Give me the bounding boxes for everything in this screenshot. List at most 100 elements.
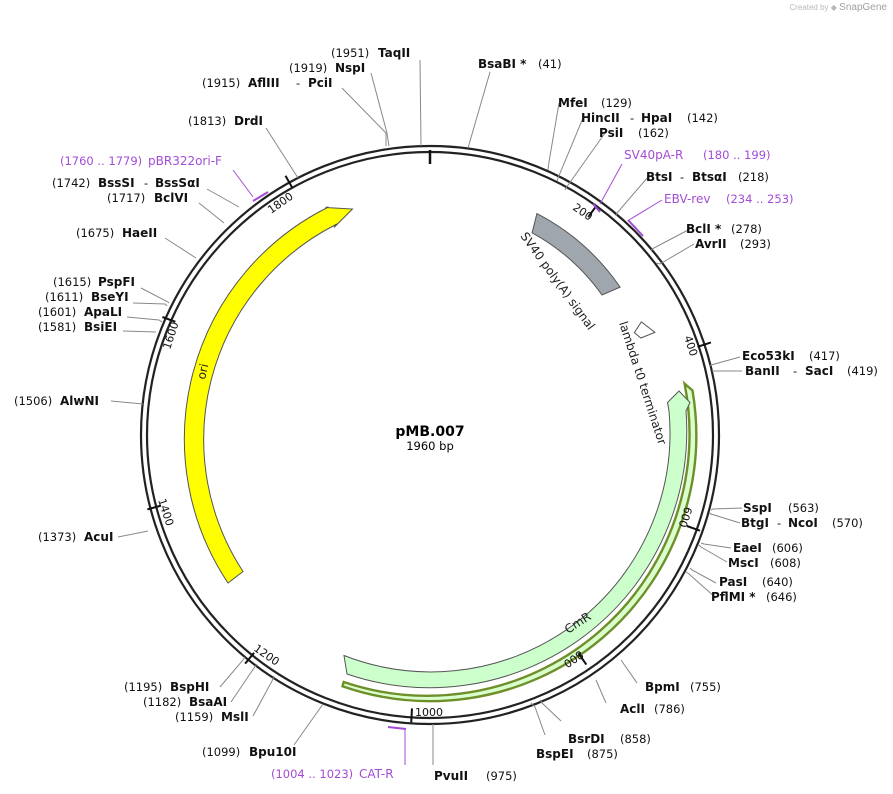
enzyme-pos-btgi: (570): [832, 516, 863, 530]
ori-feature[interactable]: [183, 206, 354, 584]
enzyme-pos-haeii: (1675): [76, 226, 114, 240]
enzyme-pos-bpu10i: (1099): [202, 745, 240, 759]
watermark-prefix: Created by: [789, 3, 829, 12]
enzyme-pos-bpmi: (755): [690, 680, 721, 694]
enzyme-pos-bsiei: (1581): [38, 320, 76, 334]
enzyme-name-bclvi[interactable]: BclVI: [154, 191, 188, 205]
enzyme-pos-bsaai: (1182): [143, 695, 181, 709]
lambda-t0-label: lambda t0 terminator: [616, 320, 669, 447]
enzyme-pos-eaei: (606): [772, 541, 803, 555]
enzyme-pos-bsabi: (41): [538, 57, 562, 71]
tick-label-600: 600: [676, 505, 695, 529]
plasmid-length: 1960 bp: [406, 439, 454, 453]
enzyme-name-eaei[interactable]: EaeI: [733, 541, 762, 555]
enzyme-name-taqii[interactable]: TaqII: [378, 46, 410, 60]
enzyme-sep-btsi: -: [680, 170, 684, 184]
enzyme-name-pasi[interactable]: PasI: [719, 575, 747, 589]
sv40-polya-feature[interactable]: [531, 212, 621, 296]
primer-name-ebv-rev[interactable]: EBV-rev: [664, 192, 710, 206]
enzyme-name-hincii[interactable]: HincII: [581, 111, 620, 125]
backbone-outer-ring: [139, 144, 721, 726]
enzyme-name-bseyi[interactable]: BseYI: [91, 290, 129, 304]
enzyme-sep-btgi: -: [777, 516, 781, 530]
enzyme-name-haeii[interactable]: HaeII: [122, 226, 157, 240]
enzyme-name-bsaai[interactable]: BsaAI: [189, 695, 227, 709]
enzyme-name-msli[interactable]: MslI: [221, 710, 249, 724]
enzyme-name-bspei[interactable]: BspEI: [536, 747, 574, 761]
enzyme-pos-bsphi: (1195): [124, 680, 162, 694]
enzyme-name-btsi[interactable]: BtsI: [646, 170, 673, 184]
enzyme-pos-pasi: (640): [762, 575, 793, 589]
enzyme-name-btgi[interactable]: BtgI: [741, 516, 769, 530]
enzyme-sep-afliii: -: [296, 76, 300, 90]
snapgene-watermark: Created by ◆ SnapGene: [789, 2, 887, 13]
enzyme-pos-drdi: (1813): [188, 114, 226, 128]
enzyme-name-afliii[interactable]: AflIII: [248, 76, 280, 90]
enzyme-name-avrii[interactable]: AvrII: [695, 237, 727, 251]
primer-range-ebv-rev: (234 .. 253): [726, 192, 794, 206]
enzyme-sep-bsssi: -: [144, 176, 148, 190]
enzyme-pos-bseyi: (1611): [45, 290, 83, 304]
tick-label-1000: 1000: [415, 706, 443, 719]
cmr-feature[interactable]: [341, 380, 698, 703]
enzyme-name-mfei[interactable]: MfeI: [558, 96, 588, 110]
enzyme-name-pvuii[interactable]: PvuII: [434, 769, 468, 783]
enzyme-name-pcii[interactable]: PciI: [308, 76, 333, 90]
enzyme-pos-bclvi: (1717): [107, 191, 145, 205]
enzyme-name-bssai[interactable]: BssSαI: [155, 176, 200, 190]
enzyme-name-alwni[interactable]: AlwNI: [60, 394, 99, 408]
enzyme-name-btsai[interactable]: BtsαI: [692, 170, 727, 184]
enzyme-sep-banii: -: [793, 364, 797, 378]
enzyme-name-msci[interactable]: MscI: [728, 556, 759, 570]
enzyme-pos-sspi: (563): [788, 501, 819, 515]
enzyme-name-nspi[interactable]: NspI: [335, 61, 365, 75]
enzyme-name-acui[interactable]: AcuI: [84, 530, 113, 544]
enzyme-pos-banii: (419): [847, 364, 878, 378]
enzyme-name-apali[interactable]: ApaLI: [84, 305, 122, 319]
enzyme-name-bcli[interactable]: BclI *: [686, 222, 722, 236]
enzyme-name-saci[interactable]: SacI: [805, 364, 833, 378]
enzyme-pos-hincii: (142): [687, 111, 718, 125]
enzyme-name-acli[interactable]: AclI: [620, 702, 645, 716]
primer-marks: [252, 191, 644, 730]
enzyme-name-bpu10i[interactable]: Bpu10I: [249, 745, 296, 759]
enzyme-pos-bsssi: (1742): [52, 176, 90, 190]
enzyme-pos-msli: (1159): [175, 710, 213, 724]
primer-name-sv40pa-r[interactable]: SV40pA-R: [624, 148, 683, 162]
enzyme-pos-acli: (786): [654, 702, 685, 716]
primer-name-pbr322ori-f[interactable]: pBR322ori-F: [148, 154, 222, 168]
enzyme-pos-msci: (608): [770, 556, 801, 570]
enzyme-name-sspi[interactable]: SspI: [743, 501, 772, 515]
primer-range-sv40pa-r: (180 .. 199): [703, 148, 771, 162]
primer-name-cat-r[interactable]: CAT-R: [359, 767, 394, 781]
enzyme-pos-alwni: (1506): [14, 394, 52, 408]
enzyme-name-bsiei[interactable]: BsiEI: [84, 320, 117, 334]
enzyme-name-pspfi[interactable]: PspFI: [98, 275, 135, 289]
tick-label-400: 400: [681, 334, 700, 358]
ori-label: ori: [194, 362, 211, 380]
enzyme-pos-pvuii: (975): [486, 769, 517, 783]
enzyme-name-bsrdi[interactable]: BsrDI: [568, 732, 605, 746]
enzyme-name-pflmi[interactable]: PflMI *: [711, 590, 756, 604]
enzyme-pos-pspfi: (1615): [53, 275, 91, 289]
enzyme-name-bsabi[interactable]: BsaBI *: [478, 57, 527, 71]
enzyme-name-psii[interactable]: PsiI: [599, 126, 623, 140]
enzyme-name-ncoi[interactable]: NcoI: [788, 516, 818, 530]
enzyme-name-bsphi[interactable]: BspHI: [170, 680, 209, 694]
enzyme-name-eco53ki[interactable]: Eco53kI: [742, 349, 795, 363]
enzyme-pos-acui: (1373): [38, 530, 76, 544]
lambda-t0-terminator-feature[interactable]: [633, 321, 656, 339]
cmr-body[interactable]: [343, 390, 691, 689]
plasmid-name: pMB.007: [395, 424, 464, 440]
enzyme-name-banii[interactable]: BanII: [745, 364, 780, 378]
enzyme-name-bpmi[interactable]: BpmI: [645, 680, 680, 694]
enzyme-name-drdi[interactable]: DrdI: [234, 114, 263, 128]
tick-label-200: 200: [570, 201, 595, 224]
enzyme-pos-taqii: (1951): [331, 46, 369, 60]
watermark-brand: SnapGene: [839, 2, 887, 13]
enzyme-name-bsssi[interactable]: BssSI: [98, 176, 135, 190]
enzyme-name-hpai[interactable]: HpaI: [641, 111, 672, 125]
enzyme-pos-pflmi: (646): [766, 590, 797, 604]
primer-range-pbr322ori-f: (1760 .. 1779): [60, 154, 142, 168]
enzyme-pos-eco53ki: (417): [809, 349, 840, 363]
